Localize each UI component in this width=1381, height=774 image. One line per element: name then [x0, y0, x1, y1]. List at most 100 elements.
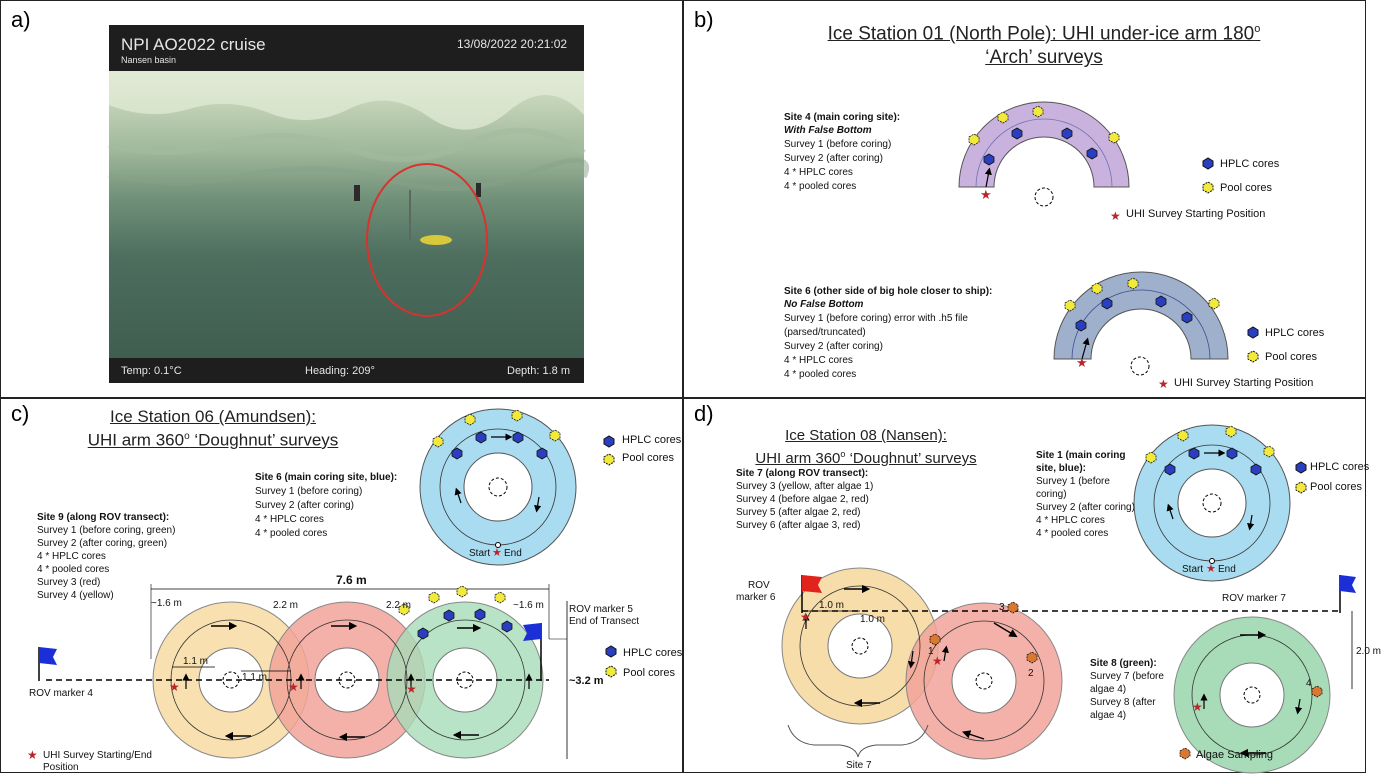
c-site9-line: 4 * HPLC cores — [37, 551, 106, 562]
c-legend-start-1: UHI Survey Starting/End — [43, 750, 152, 761]
dim-left: ~1.6 m — [151, 598, 182, 609]
site6-line: 4 * HPLC cores — [784, 355, 853, 366]
c-end-label: End — [504, 548, 522, 559]
yellow-probe — [420, 235, 452, 245]
c-site9-line: 4 * pooled cores — [37, 564, 110, 575]
dim-right: ~1.6 m — [513, 600, 544, 611]
doughnut-diagram-c: ★ — [27, 408, 617, 762]
algae-label-4: 4 — [1306, 678, 1312, 689]
photo-temp: Temp: 0.1°C — [121, 365, 182, 377]
d-site7-line: Survey 6 (after algae 3, red) — [736, 520, 861, 531]
c-site6-line: 4 * HPLC cores — [255, 514, 324, 525]
d-site1-heading-1: Site 1 (main coring — [1036, 450, 1126, 461]
svg-text:★: ★ — [800, 610, 811, 624]
doughnut-diagram-d: ★ — [781, 424, 1356, 774]
site6-line: (parsed/truncated) — [784, 327, 866, 338]
rov-marker-6-1: ROV — [748, 580, 770, 591]
c-site9-line: Survey 2 (after coring, green) — [37, 538, 168, 549]
photo-subtitle: Nansen basin — [121, 55, 177, 65]
svg-text:★: ★ — [492, 547, 502, 559]
legend2-pool: Pool cores — [1265, 351, 1317, 363]
c-site6-heading: Site 6 (main coring site, blue): — [255, 472, 398, 483]
rov-marker-7: ROV marker 7 — [1222, 593, 1286, 604]
site6-heading: Site 6 (other side of big hole closer to… — [784, 286, 993, 297]
c-site6-line: Survey 1 (before coring) — [255, 486, 363, 497]
site4-line: Survey 1 (before coring) — [784, 139, 892, 150]
rov-marker-6-2: marker 6 — [736, 592, 776, 603]
d-site7-line: Survey 3 (yellow, after algae 1) — [736, 481, 874, 492]
panel-b-title: Ice Station 01 (North Pole): UHI under-i… — [827, 23, 1261, 69]
legend2-hplc: HPLC cores — [1265, 327, 1325, 339]
c-start-label: Start — [469, 548, 491, 559]
d-site8-heading: Site 8 (green): — [1090, 658, 1157, 669]
algae-sample-4 — [1311, 685, 1323, 698]
c-legend-hplc: HPLC cores — [622, 434, 682, 446]
rov-marker-4: ROV marker 4 — [29, 688, 93, 699]
algae-label-2: 2 — [1028, 668, 1034, 679]
panel-c-label: c) — [11, 401, 30, 426]
rov-marker-5-line1: ROV marker 5 — [569, 604, 633, 615]
panel-a-label: a) — [11, 7, 31, 32]
svg-text:★: ★ — [169, 680, 180, 694]
arch-diagrams: ★ ★ ★ ★ — [958, 101, 1259, 391]
arch-site4 — [958, 101, 1130, 188]
d-legend-pool: Pool cores — [1310, 481, 1362, 493]
algae-sample-2 — [1026, 651, 1038, 664]
site6-line: 4 * pooled cores — [784, 369, 857, 380]
d-end-label: End — [1218, 564, 1236, 575]
c-legend-start-2: Position — [43, 762, 79, 773]
highlight-circle — [366, 163, 488, 317]
d-site1-heading-2: site, blue): — [1036, 463, 1087, 474]
d-site1-line: Survey 1 (before — [1036, 476, 1110, 487]
d-dim-right: 2.0 m — [1356, 646, 1381, 657]
sensor-object — [354, 185, 360, 201]
svg-text:★: ★ — [288, 680, 299, 694]
svg-text:★: ★ — [1192, 700, 1203, 714]
site4-line: Survey 2 (after coring) — [784, 153, 883, 164]
d-site8-line: algae 4) — [1090, 710, 1127, 721]
photo-overlay-svg — [108, 71, 590, 317]
d-site1-line: coring) — [1036, 489, 1067, 500]
panel-c: c) Ice Station 06 (Amundsen): UHI arm 36… — [0, 398, 683, 773]
under-ice-image — [109, 71, 584, 358]
under-ice-photo: NPI AO2022 cruise Nansen basin 13/08/202… — [108, 25, 590, 383]
panel-b-label: b) — [694, 7, 714, 32]
dim-gap2: 2.2 m — [386, 600, 412, 611]
c-site9-heading: Site 9 (along ROV transect): — [37, 512, 170, 523]
svg-text:★: ★ — [1110, 209, 1121, 223]
algae-label-1: 1 — [928, 646, 934, 657]
d-dim-2: 1.0 m — [860, 614, 886, 625]
d-legend-algae: Algae Sampling — [1196, 749, 1274, 761]
photo-depth: Depth: 1.8 m — [507, 365, 570, 377]
algae-label-3: 3 — [999, 602, 1005, 613]
d-site7-line: Survey 4 (before algae 2, red) — [736, 494, 869, 505]
panel-b: b) Ice Station 01 (North Pole): UHI unde… — [683, 0, 1366, 398]
dim-total: 7.6 m — [336, 573, 367, 587]
arch-site6 — [1053, 271, 1229, 360]
legend-hplc: HPLC cores — [1220, 158, 1280, 170]
c-site9-line: Survey 3 (red) — [37, 577, 101, 588]
d-legend-hplc: HPLC cores — [1310, 461, 1370, 473]
d-site1-line: 4 * HPLC cores — [1036, 515, 1105, 526]
dim-inner2: 1.1 m — [242, 672, 268, 683]
rov-marker-5-line2: End of Transect — [569, 616, 640, 627]
panel-d-title: Ice Station 08 (Nansen): UHI arm 360o ‘D… — [755, 427, 977, 467]
svg-text:★: ★ — [406, 682, 417, 696]
site4-line: 4 * HPLC cores — [784, 167, 853, 178]
site4-subheading: With False Bottom — [784, 125, 872, 136]
dim-height: ~3.2 m — [569, 675, 604, 687]
c-legend-pool: Pool cores — [622, 452, 674, 464]
c-site9-line: Survey 4 (yellow) — [37, 590, 114, 601]
svg-text:★: ★ — [1076, 355, 1088, 370]
c-site9-line: Survey 1 (before coring, green) — [37, 525, 176, 536]
photo-title: NPI AO2022 cruise — [121, 35, 266, 54]
legend2-start: UHI Survey Starting Position — [1174, 377, 1314, 389]
c-legend2-pool: Pool cores — [623, 667, 675, 679]
algae-sample-1 — [929, 633, 941, 646]
svg-text:★: ★ — [27, 748, 38, 762]
d-site8-line: Survey 8 (after — [1090, 697, 1156, 708]
panel-d: d) Ice Station 08 (Nansen): UHI arm 360o… — [683, 398, 1381, 774]
d-site1-line: Survey 2 (after coring) — [1036, 502, 1135, 513]
c-site6-line: 4 * pooled cores — [255, 528, 328, 539]
algae-sample-3 — [1007, 601, 1019, 614]
